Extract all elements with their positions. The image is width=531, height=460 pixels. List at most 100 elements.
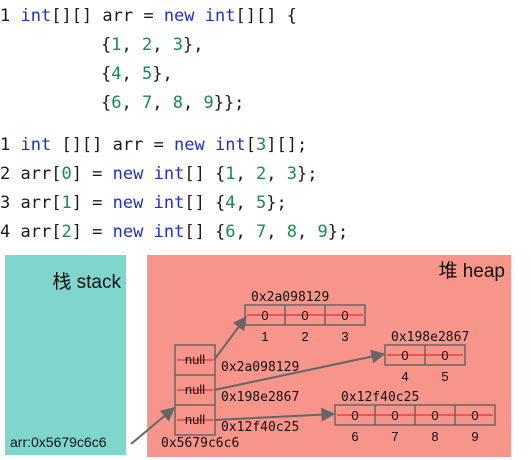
line-number: 4 bbox=[0, 222, 11, 242]
inner-array-3-value-3: 9 bbox=[471, 429, 478, 444]
code-text: ] = bbox=[71, 164, 113, 184]
number-literal: 9 bbox=[317, 222, 328, 242]
code-text: ] = bbox=[71, 193, 113, 213]
number-literal: 3 bbox=[172, 35, 183, 55]
inner-array-1-box bbox=[244, 304, 366, 326]
code-text: , bbox=[235, 193, 257, 213]
code-text: [] { bbox=[184, 222, 226, 242]
keyword-int: int bbox=[153, 222, 185, 242]
arrow-stack-to-outer bbox=[130, 407, 176, 445]
outer-ref-2: 0x12f40c25 bbox=[221, 420, 299, 435]
inner-array-3-cell-1: 0 bbox=[391, 408, 398, 423]
code-text: , bbox=[182, 93, 204, 113]
number-literal: 0 bbox=[61, 164, 72, 184]
code-text: , bbox=[121, 64, 142, 84]
inner-array-2: 0x198e2867 0 0 4 5 bbox=[384, 330, 469, 384]
number-literal: 6 bbox=[225, 222, 236, 242]
number-literal: 6 bbox=[111, 93, 122, 113]
code-text: }; bbox=[327, 222, 349, 242]
line-number: 2 bbox=[0, 164, 11, 184]
stack-region bbox=[5, 255, 126, 455]
code-text: { bbox=[101, 35, 112, 55]
code-text: }; bbox=[297, 164, 318, 184]
code-text: , bbox=[152, 35, 173, 55]
code-text: , bbox=[235, 164, 257, 184]
code-text: [][] arr = bbox=[51, 6, 164, 26]
number-literal: 1 bbox=[225, 164, 236, 184]
arrow-ref-0-to-inner-1 bbox=[213, 315, 247, 361]
inner-array-1: 0x2a098129 0 0 0 1 2 3 bbox=[244, 290, 366, 344]
code-text: arr[ bbox=[20, 193, 62, 213]
code-text: { bbox=[101, 93, 112, 113]
keyword-new: new bbox=[174, 135, 205, 155]
keyword-int: int bbox=[153, 193, 185, 213]
code-line-2-2: 2 arr[0] = new int[] {1, 2, 3}; bbox=[0, 164, 318, 184]
outer-cell-2: null bbox=[185, 412, 205, 427]
inner-array-1-address: 0x2a098129 bbox=[251, 290, 329, 305]
number-literal: 7 bbox=[256, 222, 267, 242]
code-text: ][]; bbox=[266, 135, 308, 155]
outer-ref-0: 0x2a098129 bbox=[221, 360, 299, 375]
inner-array-1-value-1: 2 bbox=[301, 329, 308, 344]
stack-title: 栈 stack bbox=[52, 271, 121, 293]
code-text: , bbox=[152, 93, 173, 113]
number-literal: 1 bbox=[111, 35, 122, 55]
arrow-ref-2-to-inner-3 bbox=[213, 407, 336, 422]
code-text: }, bbox=[152, 64, 173, 84]
inner-array-3-value-0: 6 bbox=[351, 429, 358, 444]
keyword-int: int bbox=[204, 6, 236, 26]
code-text: , bbox=[266, 164, 287, 184]
code-text: , bbox=[121, 35, 142, 55]
number-literal: 2 bbox=[141, 35, 153, 55]
number-literal: 3 bbox=[286, 164, 298, 184]
code-line-2-4: 4 arr[2] = new int[] {6, 7, 8, 9}; bbox=[0, 222, 348, 242]
inner-array-1-cell-0: 0 bbox=[261, 308, 268, 323]
inner-array-1-value-0: 1 bbox=[261, 329, 268, 344]
inner-array-1-cell-1: 0 bbox=[301, 308, 308, 323]
heap-region bbox=[147, 255, 511, 457]
keyword-new: new bbox=[112, 193, 144, 213]
keyword-int: int bbox=[215, 135, 246, 155]
code-text: arr[ bbox=[20, 222, 62, 242]
number-literal: 5 bbox=[141, 64, 153, 84]
keyword-int: int bbox=[20, 6, 52, 26]
code-line-1-4: {6, 7, 8, 9}}; bbox=[101, 93, 244, 113]
code-text: [] { bbox=[184, 193, 226, 213]
code-text: [] { bbox=[184, 164, 226, 184]
keyword-new: new bbox=[163, 6, 195, 26]
code-line-1-3: {4, 5}, bbox=[101, 64, 173, 84]
inner-array-2-value-0: 4 bbox=[401, 369, 408, 384]
heap-title: 堆 heap bbox=[438, 260, 505, 282]
number-literal: 7 bbox=[141, 93, 153, 113]
code-line-2-3: 3 arr[1] = new int[] {4, 5}; bbox=[0, 193, 287, 213]
inner-array-3-value-1: 7 bbox=[391, 429, 398, 444]
inner-array-2-value-1: 5 bbox=[441, 369, 448, 384]
inner-array-2-address: 0x198e2867 bbox=[391, 330, 469, 345]
code-text: }}; bbox=[213, 93, 245, 113]
number-literal: 2 bbox=[61, 222, 72, 242]
inner-array-3-cell-2: 0 bbox=[431, 408, 438, 423]
code-line-2-1: 1 int [][] arr = new int[3][]; bbox=[0, 135, 307, 155]
line-number: 3 bbox=[0, 193, 11, 213]
inner-array-1-cell-2: 0 bbox=[341, 308, 348, 323]
number-literal: 4 bbox=[111, 64, 122, 84]
code-text: , bbox=[266, 222, 287, 242]
outer-array: null null null 0x2a098129 0x198e2867 0x1… bbox=[161, 344, 299, 451]
arrow-ref-1-to-inner-2 bbox=[213, 349, 386, 391]
code-line-1-1: 1 int[][] arr = new int[][] { bbox=[0, 6, 297, 26]
outer-ref-1: 0x198e2867 bbox=[221, 390, 299, 405]
number-literal: 3 bbox=[255, 135, 267, 155]
number-literal: 4 bbox=[225, 193, 236, 213]
stack-variable-arr: arr:0x5679c6c6 bbox=[10, 434, 107, 450]
outer-cell-0: null bbox=[185, 352, 205, 367]
inner-array-3-cell-0: 0 bbox=[351, 408, 358, 423]
code-text: arr[ bbox=[20, 164, 62, 184]
code-line-1-2: {1, 2, 3}, bbox=[101, 35, 203, 55]
inner-array-2-cell-0: 0 bbox=[401, 348, 408, 363]
code-text: [ bbox=[245, 135, 256, 155]
keyword-int: int bbox=[153, 164, 185, 184]
outer-cell-1: null bbox=[185, 382, 205, 397]
inner-array-3-address: 0x12f40c25 bbox=[341, 390, 419, 405]
number-literal: 5 bbox=[256, 193, 267, 213]
